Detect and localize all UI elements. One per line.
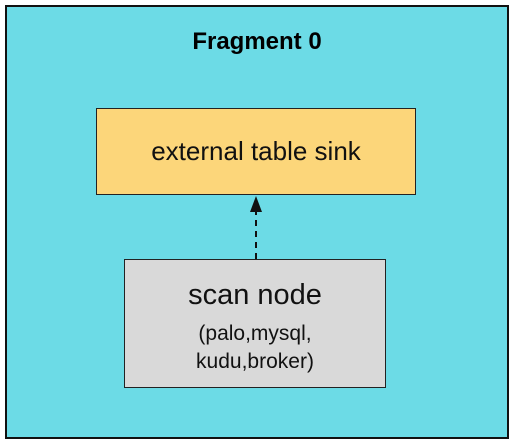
sink-node-label: external table sink xyxy=(151,136,361,166)
fragment-title: Fragment 0 xyxy=(192,28,322,55)
scan-node-title: scan node xyxy=(188,279,322,311)
scan-node-detail-line-1: (palo,mysql, xyxy=(198,322,312,345)
scan-node-details: (palo,mysql, kudu,broker) xyxy=(125,320,385,376)
scan-node-detail-line-2: kudu,broker) xyxy=(196,350,314,373)
scan-node: scan node (palo,mysql, kudu,broker) xyxy=(124,259,386,388)
external-table-sink-node: external table sink xyxy=(96,108,416,195)
